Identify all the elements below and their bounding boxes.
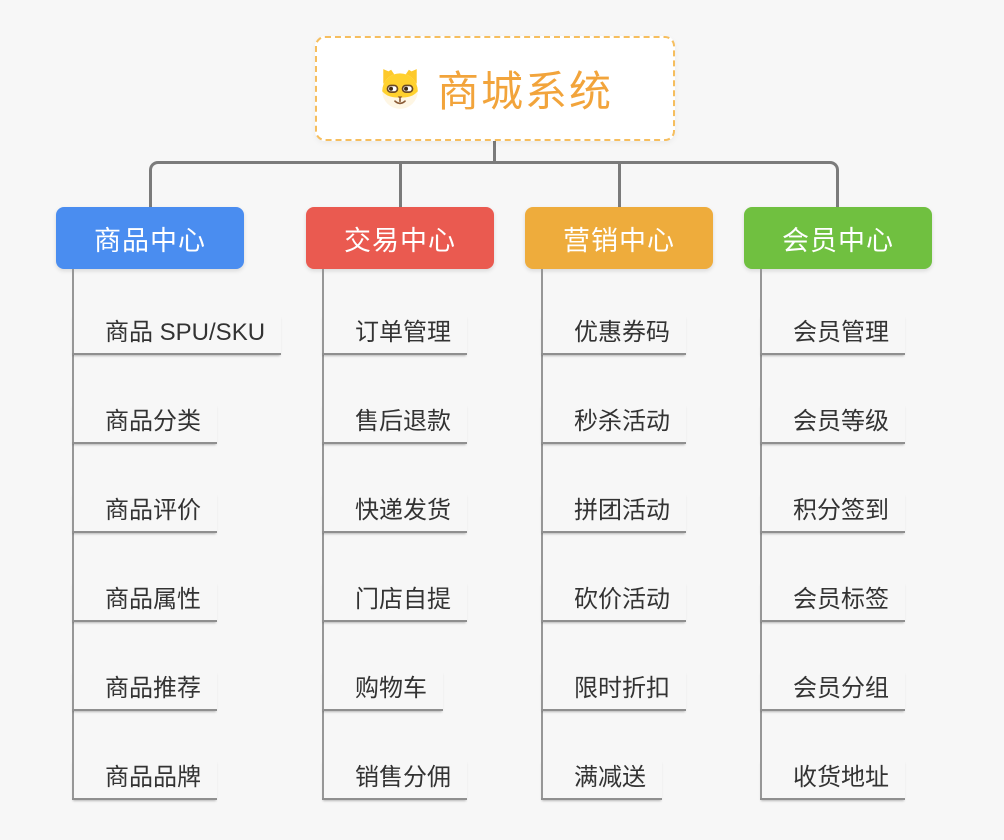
branch-node-4[interactable]: 会员中心 — [744, 207, 932, 269]
branch-node-1[interactable]: 商品中心 — [56, 207, 244, 269]
leaf-topic[interactable]: 会员分组 — [760, 671, 905, 711]
connector-branch-spine-1 — [72, 269, 74, 800]
dog-face-icon — [377, 68, 423, 110]
leaf-topic[interactable]: 门店自提 — [322, 582, 467, 622]
leaf-topic[interactable]: 限时折扣 — [541, 671, 686, 711]
leaf-topic[interactable]: 积分签到 — [760, 493, 905, 533]
root-node[interactable]: 商城系统 — [315, 36, 675, 141]
connector-drop-3 — [618, 162, 621, 207]
root-title: 商城系统 — [436, 68, 613, 115]
leaf-topic[interactable]: 秒杀活动 — [541, 404, 686, 444]
leaf-topic[interactable]: 优惠券码 — [541, 315, 686, 355]
leaf-topic[interactable]: 会员标签 — [760, 582, 905, 622]
connector-drop-2 — [399, 162, 402, 207]
leaf-topic[interactable]: 满减送 — [541, 760, 662, 800]
leaf-topic[interactable]: 砍价活动 — [541, 582, 686, 622]
connector-root-stub — [493, 139, 496, 164]
connector-bus-line — [149, 161, 839, 207]
leaf-topic[interactable]: 收货地址 — [760, 760, 905, 800]
branch-node-3[interactable]: 营销中心 — [525, 207, 713, 269]
leaf-topic[interactable]: 商品 SPU/SKU — [72, 315, 282, 355]
connector-branch-spine-2 — [322, 269, 324, 800]
leaf-topic[interactable]: 商品品牌 — [72, 760, 217, 800]
leaf-topic[interactable]: 快递发货 — [322, 493, 467, 533]
branch-node-2[interactable]: 交易中心 — [306, 207, 494, 269]
connector-branch-spine-4 — [760, 269, 762, 800]
leaf-topic[interactable]: 商品评价 — [72, 493, 217, 533]
leaf-topic[interactable]: 会员等级 — [760, 404, 905, 444]
leaf-topic[interactable]: 商品属性 — [72, 582, 217, 622]
connector-branch-spine-3 — [541, 269, 543, 800]
leaf-topic[interactable]: 订单管理 — [322, 315, 467, 355]
leaf-topic[interactable]: 售后退款 — [322, 404, 467, 444]
leaf-topic[interactable]: 购物车 — [322, 671, 443, 711]
leaf-topic[interactable]: 商品分类 — [72, 404, 217, 444]
leaf-topic[interactable]: 销售分佣 — [322, 760, 467, 800]
leaf-topic[interactable]: 拼团活动 — [541, 493, 686, 533]
leaf-topic[interactable]: 会员管理 — [760, 315, 905, 355]
leaf-topic[interactable]: 商品推荐 — [72, 671, 217, 711]
